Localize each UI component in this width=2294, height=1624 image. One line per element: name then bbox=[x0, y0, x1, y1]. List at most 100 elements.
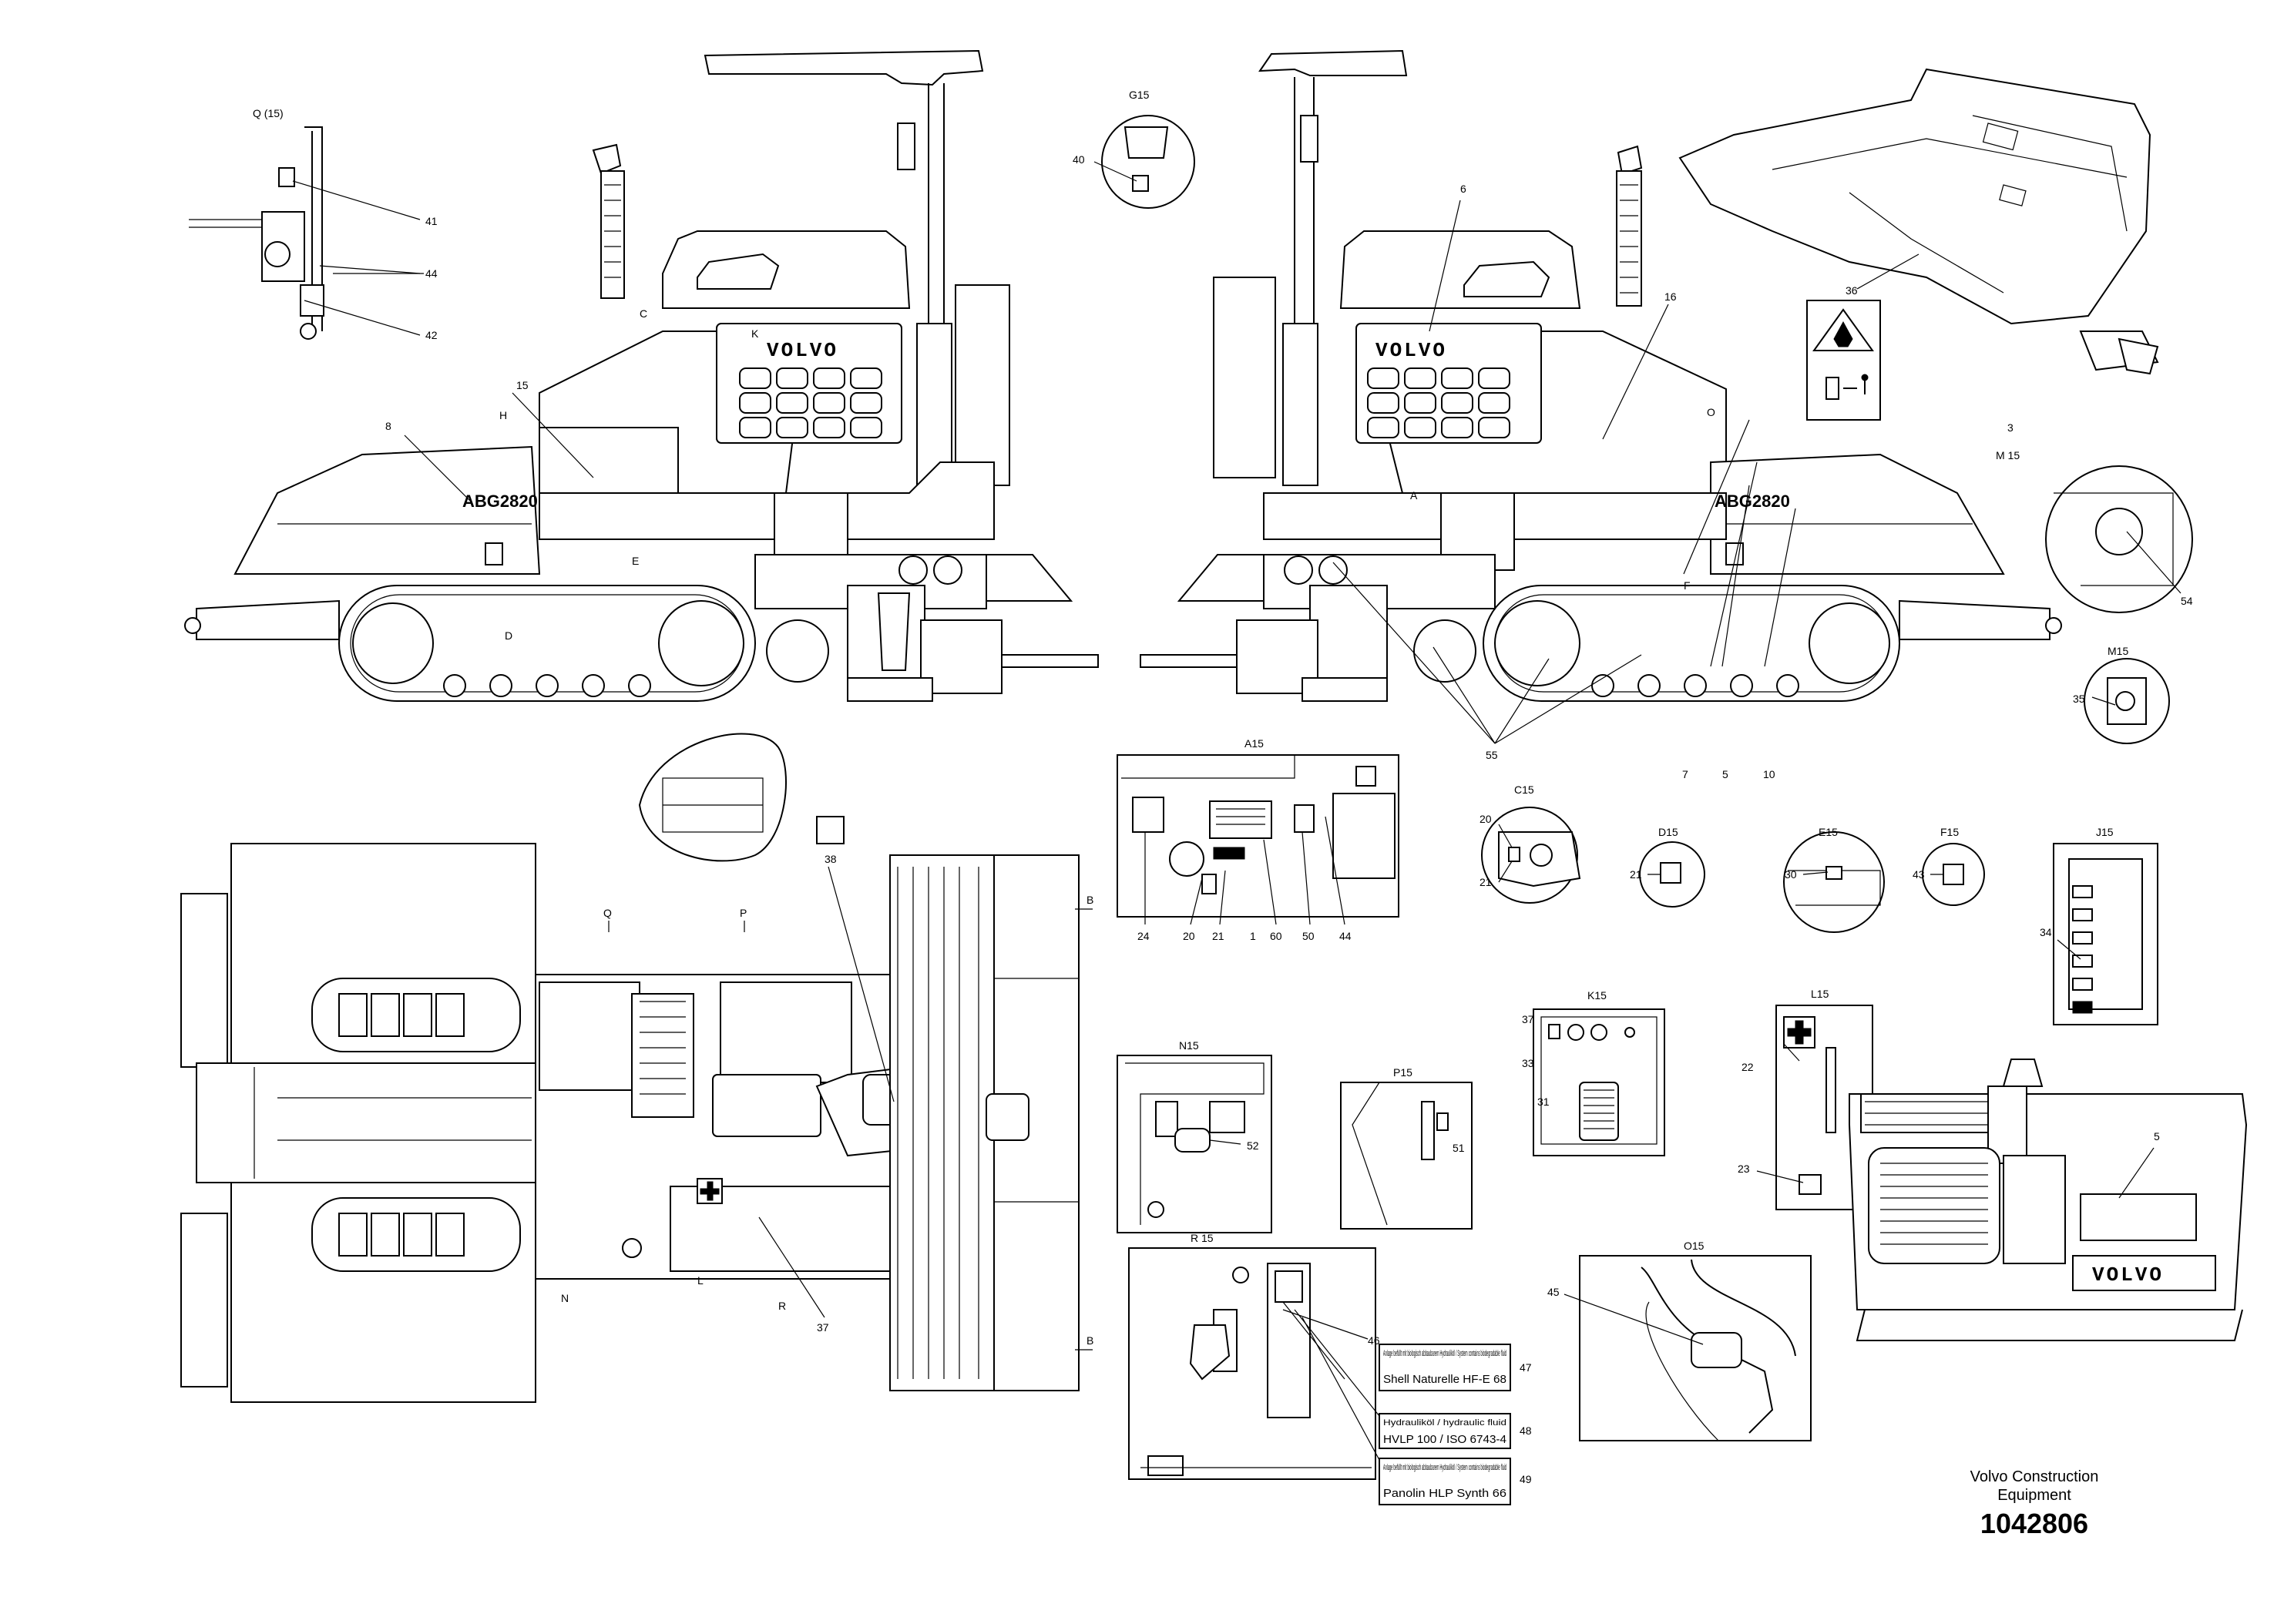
svg-text:ABG2820: ABG2820 bbox=[462, 492, 538, 511]
control-panel-grid-left bbox=[739, 367, 882, 438]
model-decal-left: ABG2820 bbox=[462, 492, 538, 511]
svg-text:O15: O15 bbox=[1684, 1240, 1705, 1252]
svg-text:21: 21 bbox=[1480, 876, 1492, 888]
svg-text:33: 33 bbox=[1522, 1057, 1534, 1069]
exhaust-stack-right bbox=[1616, 145, 1643, 307]
rear-screed-right bbox=[1140, 554, 1496, 702]
detail-m15-circle bbox=[2045, 465, 2193, 613]
svg-text:7: 7 bbox=[1682, 768, 1688, 780]
svg-text:44: 44 bbox=[1339, 930, 1352, 942]
crawler-track-right bbox=[1483, 585, 1900, 702]
svg-text:47: 47 bbox=[1520, 1361, 1532, 1374]
detail-m15-small bbox=[2084, 658, 2170, 744]
svg-text:5: 5 bbox=[1722, 768, 1728, 780]
exhaust-stack-left bbox=[592, 143, 625, 299]
control-panel-grid-right bbox=[1367, 367, 1510, 438]
svg-text:20: 20 bbox=[1183, 930, 1195, 942]
svg-text:54: 54 bbox=[2181, 595, 2193, 607]
svg-text:R 15: R 15 bbox=[1191, 1232, 1214, 1244]
detail-f15 bbox=[1922, 843, 1985, 906]
svg-text:34: 34 bbox=[2040, 926, 2052, 938]
svg-text:21: 21 bbox=[1630, 868, 1642, 881]
canopy-left bbox=[704, 49, 1010, 486]
fluid-label-2-big: HVLP 100 / ISO 6743-4 bbox=[1383, 1433, 1506, 1446]
svg-text:10: 10 bbox=[1763, 768, 1775, 780]
svg-text:21: 21 bbox=[1212, 930, 1224, 942]
svg-text:6: 6 bbox=[1460, 183, 1466, 195]
detail-n15 bbox=[1117, 1055, 1272, 1233]
svg-text:M15: M15 bbox=[2108, 645, 2128, 657]
fluid-label-2-small: Hydrauliköl / hydraulic fluid bbox=[1383, 1418, 1506, 1428]
svg-text:J15: J15 bbox=[2096, 826, 2114, 838]
svg-text:24: 24 bbox=[1137, 930, 1150, 942]
svg-text:38: 38 bbox=[825, 853, 837, 865]
canopy-right bbox=[1213, 49, 1408, 486]
engine-compartment-iso bbox=[1678, 68, 2159, 375]
svg-text:Q (15): Q (15) bbox=[253, 107, 284, 119]
rear-machine-view: VOLVO bbox=[1849, 1059, 2248, 1341]
svg-text:15: 15 bbox=[516, 379, 529, 391]
svg-text:B: B bbox=[1087, 894, 1093, 906]
company-line-2: Equipment bbox=[1997, 1487, 2071, 1504]
svg-text:46: 46 bbox=[1368, 1334, 1380, 1347]
svg-text:52: 52 bbox=[1247, 1139, 1259, 1152]
svg-text:23: 23 bbox=[1738, 1163, 1750, 1175]
svg-text:L15: L15 bbox=[1811, 988, 1829, 1000]
svg-text:22: 22 bbox=[1741, 1061, 1754, 1073]
svg-text:44: 44 bbox=[425, 267, 438, 280]
svg-text:43: 43 bbox=[1913, 868, 1925, 881]
detail-p15 bbox=[1340, 1082, 1473, 1230]
svg-text:35: 35 bbox=[2073, 693, 2085, 705]
svg-text:A15: A15 bbox=[1244, 737, 1264, 750]
svg-text:ABG2820: ABG2820 bbox=[1715, 492, 1790, 511]
view-titles: Q (15) G15 M 15 M15 A15 C15 D15 E15 F15 … bbox=[253, 89, 2128, 1252]
detail-k15 bbox=[1533, 1008, 1665, 1156]
svg-text:49: 49 bbox=[1520, 1473, 1532, 1485]
svg-text:F: F bbox=[1684, 579, 1691, 592]
svg-text:51: 51 bbox=[1453, 1142, 1465, 1154]
company-line-1: Volvo Construction bbox=[1970, 1468, 2099, 1485]
svg-text:30: 30 bbox=[1785, 868, 1797, 881]
top-plan-view bbox=[180, 843, 1080, 1403]
svg-text:H: H bbox=[499, 409, 507, 421]
section-marks: Q P B B N R L A C D E F H K O bbox=[499, 307, 1715, 1351]
svg-text:G15: G15 bbox=[1129, 89, 1150, 101]
fluid-label-text: Anlage befüllt mit biologisch abbaubarem… bbox=[1383, 1349, 1506, 1500]
svg-text:L: L bbox=[697, 1274, 704, 1287]
svg-text:O: O bbox=[1707, 406, 1715, 418]
brand-logo-right: VOLVO bbox=[1375, 339, 1447, 362]
fluid-label-3-small: Anlage befüllt mit biologisch abbaubarem… bbox=[1383, 1463, 1506, 1472]
svg-text:R: R bbox=[778, 1300, 786, 1312]
svg-text:31: 31 bbox=[1537, 1096, 1550, 1108]
svg-text:37: 37 bbox=[1522, 1013, 1534, 1025]
first-aid-decal-plan bbox=[697, 1178, 723, 1204]
svg-text:F15: F15 bbox=[1940, 826, 1959, 838]
warning-decal bbox=[1806, 300, 1881, 421]
svg-text:20: 20 bbox=[1480, 813, 1492, 825]
svg-text:36: 36 bbox=[1846, 284, 1858, 297]
svg-text:40: 40 bbox=[1073, 153, 1085, 166]
svg-text:P: P bbox=[740, 907, 747, 919]
fluid-label-1-big: Shell Naturelle HF-E 68 bbox=[1383, 1373, 1506, 1386]
svg-text:C: C bbox=[640, 307, 647, 320]
svg-text:K15: K15 bbox=[1587, 989, 1607, 1002]
engine-grille bbox=[631, 993, 694, 1118]
fluid-label-1 bbox=[1379, 1344, 1511, 1391]
fluid-label-1-small: Anlage befüllt mit biologisch abbaubarem… bbox=[1383, 1349, 1506, 1358]
document-number: 1042806 bbox=[1980, 1508, 2089, 1539]
left-side-view: VOLVO ABG2820 bbox=[184, 49, 1099, 702]
svg-text:D: D bbox=[505, 629, 512, 642]
detail-o15 bbox=[1579, 1255, 1812, 1441]
model-decal-right: ABG2820 bbox=[1715, 492, 1790, 511]
brand-logo-left: VOLVO bbox=[767, 339, 838, 362]
svg-text:M 15: M 15 bbox=[1996, 449, 2020, 461]
detail-c15 bbox=[1481, 807, 1581, 904]
svg-text:37: 37 bbox=[817, 1321, 829, 1334]
leader-lines bbox=[292, 161, 2181, 1461]
fluid-label-3-big: Panolin HLP Synth 66 bbox=[1383, 1487, 1506, 1500]
fluid-label-3 bbox=[1379, 1458, 1511, 1505]
svg-text:P15: P15 bbox=[1393, 1066, 1412, 1079]
svg-text:A: A bbox=[1410, 489, 1418, 502]
svg-text:45: 45 bbox=[1547, 1286, 1560, 1298]
